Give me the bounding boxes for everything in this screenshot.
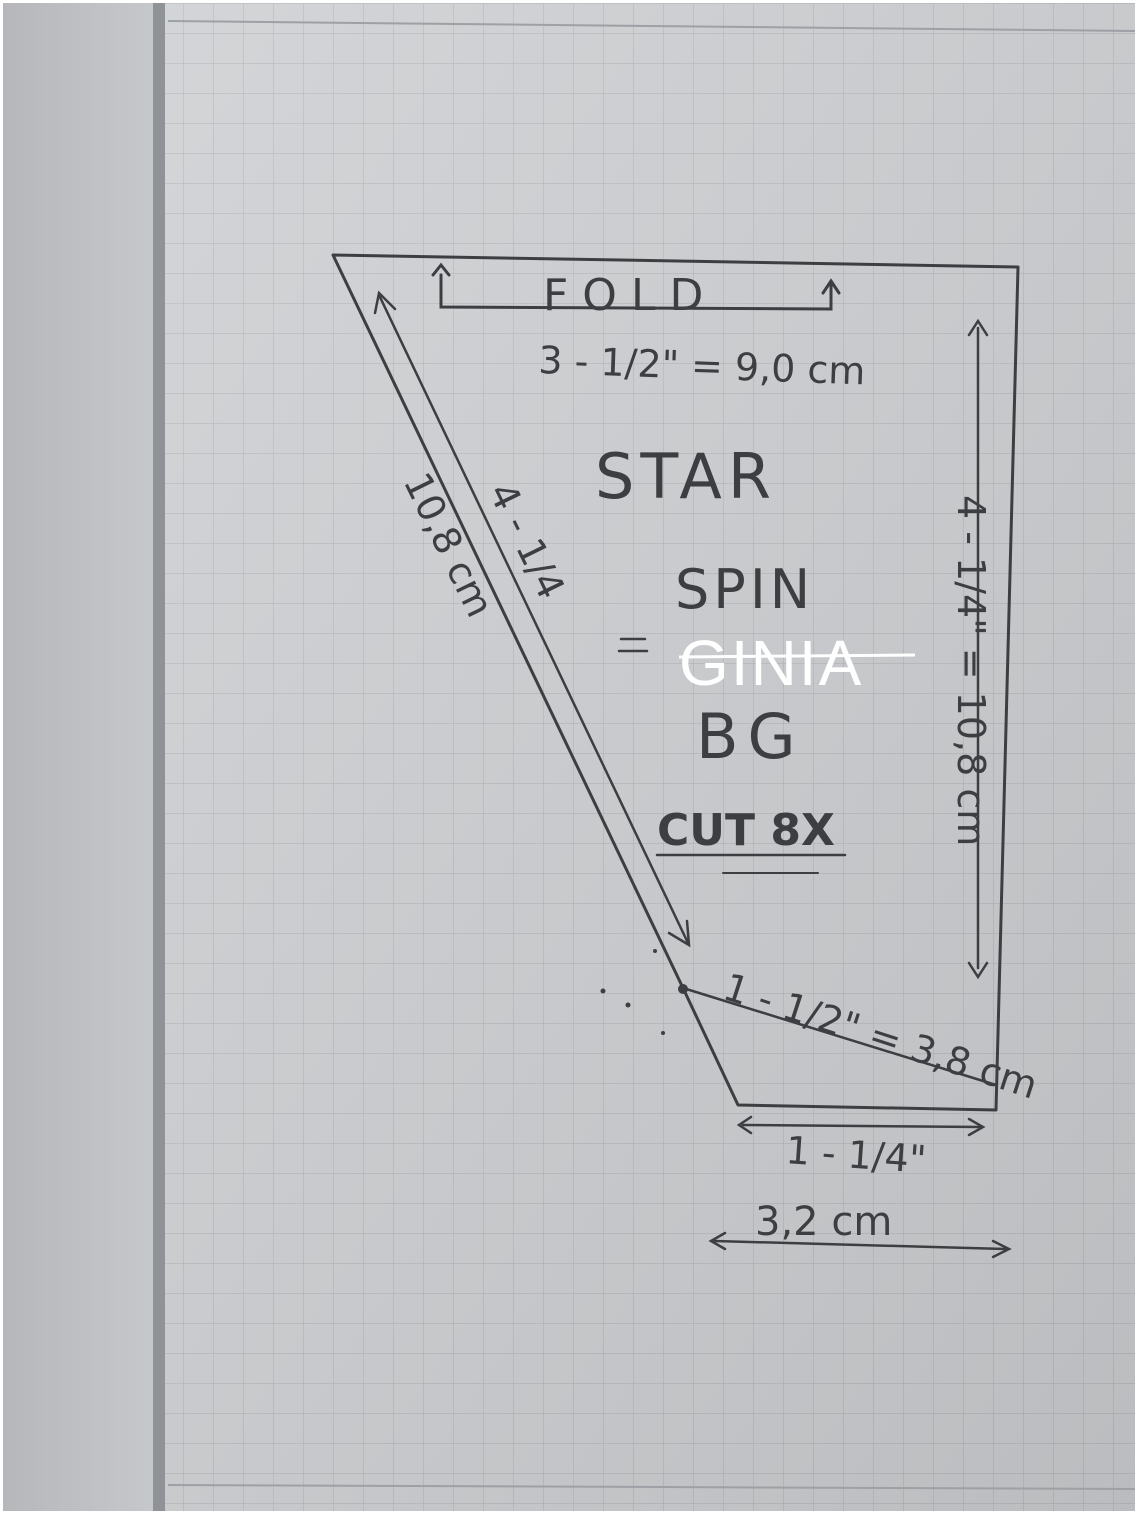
title-bg: BG	[696, 700, 806, 773]
title-spin: SPIN	[675, 558, 814, 621]
bottom-measurement-cm: 3,2 cm	[755, 1199, 892, 1245]
grid-page	[165, 3, 1135, 1511]
cut-instruction: CUT 8X	[657, 805, 835, 856]
watermark-text: GINIA	[679, 627, 863, 699]
pencil-dots	[600, 949, 688, 1035]
photo-frame: FOLD 3 - 1/2" = 9,0 cm STAR SPIN BG CUT …	[3, 3, 1135, 1511]
fold-label: FOLD	[543, 270, 717, 321]
notebook-binding	[153, 3, 167, 1511]
fold-bracket	[431, 262, 841, 311]
bottom-measurement-inches: 1 - 1/4"	[784, 1128, 927, 1182]
watermark: GINIA	[678, 627, 916, 699]
title-star: STAR	[595, 440, 777, 513]
right-measurement: 4 - 1/4" = 10,8 cm	[949, 495, 993, 846]
left-page	[3, 3, 158, 1511]
dimension-arrows	[373, 290, 1012, 1259]
notebook-page-drawing: FOLD 3 - 1/2" = 9,0 cm STAR SPIN BG CUT …	[3, 3, 1135, 1511]
pattern-outline	[331, 253, 1020, 1112]
